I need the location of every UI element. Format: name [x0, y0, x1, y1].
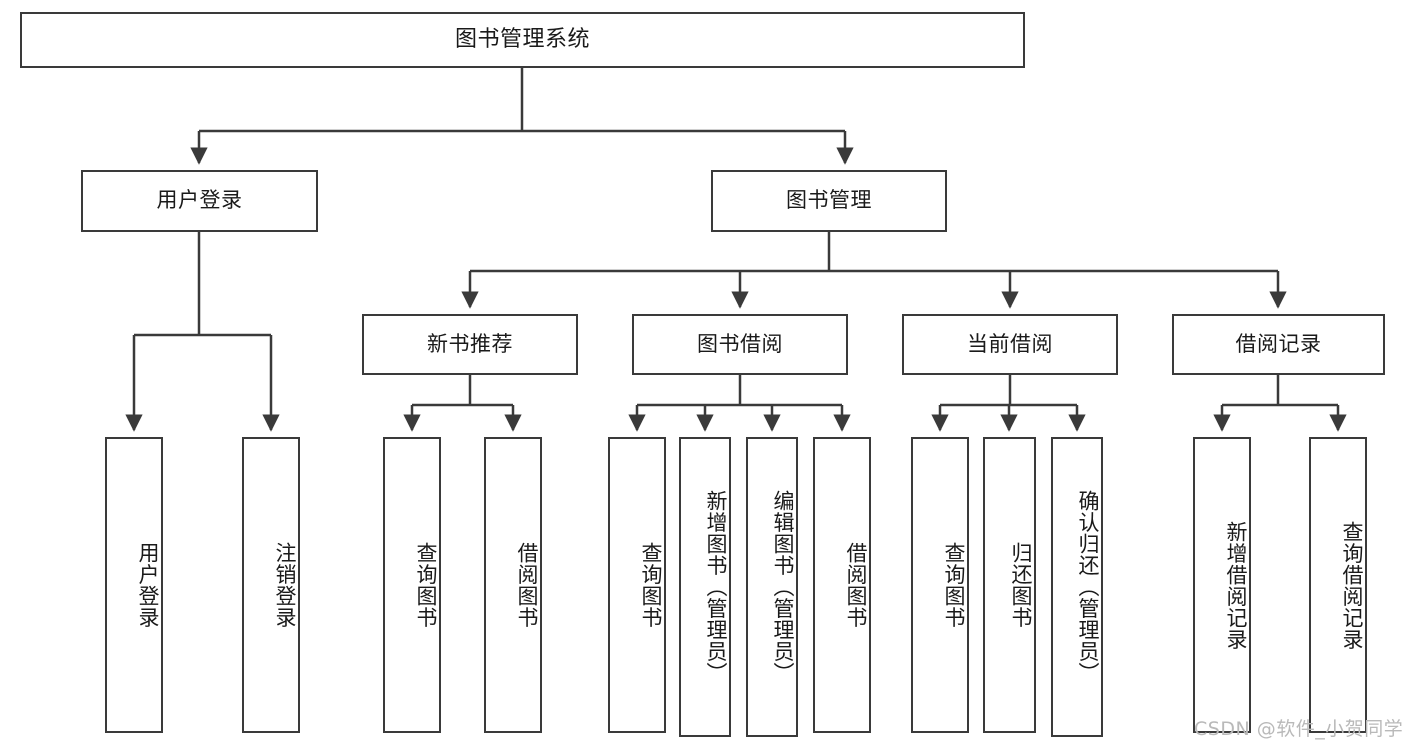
node-label: 查询借阅记录	[1340, 520, 1364, 650]
node-label: 用户登录	[136, 542, 160, 628]
node-label: 查询图书	[942, 542, 966, 628]
leaf-query-book-borrow[interactable]: 查询图书	[608, 437, 666, 733]
node-user-login[interactable]: 用户登录	[81, 170, 318, 232]
node-label: 借阅图书	[844, 542, 868, 628]
node-label: 图书借阅	[697, 331, 783, 356]
leaf-query-book-recommend[interactable]: 查询图书	[383, 437, 441, 733]
node-label: 归还图书	[1009, 542, 1033, 628]
leaf-confirm-return-admin[interactable]: 确认归还（管理员）	[1051, 437, 1103, 737]
leaf-user-login[interactable]: 用户登录	[105, 437, 163, 733]
node-borrow-record[interactable]: 借阅记录	[1172, 314, 1385, 375]
node-label: 图书管理系统	[454, 26, 590, 52]
leaf-return-book[interactable]: 归还图书	[983, 437, 1036, 733]
leaf-edit-book-admin[interactable]: 编辑图书（管理员）	[746, 437, 798, 737]
node-label: 注销登录	[273, 542, 297, 628]
leaf-add-borrow-record[interactable]: 新增借阅记录	[1193, 437, 1251, 733]
node-book-management[interactable]: 图书管理	[711, 170, 947, 232]
node-label: 查询图书	[639, 542, 663, 628]
node-label: 图书管理	[786, 188, 872, 213]
node-new-book-recommend[interactable]: 新书推荐	[362, 314, 578, 375]
leaf-logout-login[interactable]: 注销登录	[242, 437, 300, 733]
node-book-borrow[interactable]: 图书借阅	[632, 314, 848, 375]
node-label: 编辑图书（管理员）	[771, 490, 795, 684]
node-current-borrow[interactable]: 当前借阅	[902, 314, 1118, 375]
node-label: 借阅记录	[1235, 331, 1322, 356]
node-label: 查询图书	[414, 542, 438, 628]
csdn-watermark: CSDN @软件_小贺同学	[1194, 714, 1403, 741]
leaf-borrow-book-recommend[interactable]: 借阅图书	[484, 437, 542, 733]
node-label: 用户登录	[156, 188, 243, 213]
watermark-text: CSDN @软件_小贺同学	[1194, 718, 1404, 740]
leaf-borrow-book-borrow[interactable]: 借阅图书	[813, 437, 871, 733]
node-label: 新增借阅记录	[1224, 520, 1248, 650]
node-label: 新书推荐	[427, 331, 513, 356]
leaf-query-borrow-record[interactable]: 查询借阅记录	[1309, 437, 1367, 733]
leaf-add-book-admin[interactable]: 新增图书（管理员）	[679, 437, 731, 737]
leaf-query-book-current[interactable]: 查询图书	[911, 437, 969, 733]
node-label: 借阅图书	[515, 542, 539, 628]
node-label: 新增图书（管理员）	[704, 490, 728, 684]
node-label: 当前借阅	[967, 331, 1053, 356]
node-label: 确认归还（管理员）	[1076, 490, 1100, 684]
node-root-book-management-system[interactable]: 图书管理系统	[20, 12, 1025, 68]
